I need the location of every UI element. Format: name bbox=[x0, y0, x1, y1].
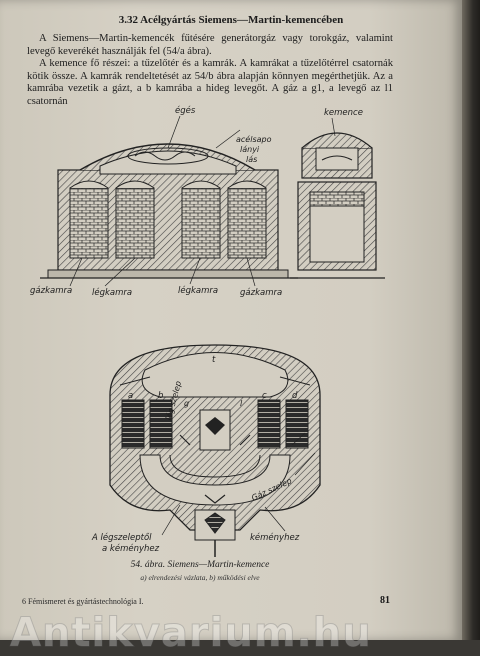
label-l1: l bbox=[240, 399, 243, 408]
page-number: 81 bbox=[380, 595, 390, 606]
paragraph-1: A Siemens—Martin-kemencék fűtésére gener… bbox=[27, 33, 393, 57]
label-eges: égés bbox=[175, 106, 196, 116]
label-kemenyhez-left: a kéményhez bbox=[102, 544, 160, 554]
book-spine bbox=[462, 0, 480, 640]
label-gazkamra-right: gázkamra bbox=[240, 288, 283, 298]
label-g1: g bbox=[184, 399, 190, 408]
label-legkamra-mid: légkamra bbox=[178, 286, 219, 296]
cross-section bbox=[290, 132, 385, 279]
leader-lines bbox=[69, 115, 336, 287]
watermark: Antikvarium.hu bbox=[10, 610, 372, 656]
label-acelsapo: acélsapo bbox=[236, 135, 272, 144]
label-c: c bbox=[262, 391, 267, 401]
figure-subcaption: a) elrendezési vázlata, b) működési elve bbox=[140, 573, 260, 582]
furnace-section-figure: égés acélsapo lányi lás kemence gázkamra… bbox=[30, 106, 400, 298]
label-las: lás bbox=[246, 155, 258, 164]
paragraph-2: A kemence fő részei: a tűzelőtér és a ka… bbox=[27, 58, 393, 107]
label-legszeleptol: A légszeleptől bbox=[92, 533, 152, 543]
section-heading: 3.32 Acélgyártás Siemens—Martin-kemencéb… bbox=[118, 14, 344, 26]
label-t: t bbox=[212, 355, 216, 365]
book-page: 3.32 Acélgyártás Siemens—Martin-kemencéb… bbox=[0, 0, 462, 640]
figure-caption: 54. ábra. Siemens—Martin-kemence bbox=[130, 560, 270, 570]
label-legkamra-left: légkamra bbox=[92, 288, 133, 298]
furnace-section-drawing bbox=[40, 115, 385, 287]
longitudinal-section bbox=[40, 143, 298, 279]
label-d: d bbox=[292, 391, 298, 401]
label-kemenyhez-right: kéményhez bbox=[250, 533, 300, 543]
label-kemence: kemence bbox=[324, 108, 363, 118]
label-gazkamra-left: gázkamra bbox=[30, 286, 73, 296]
working-principle-drawing bbox=[109, 344, 321, 557]
working-principle-figure: t a b c d g l lég szelep Gáz szelep A lé… bbox=[92, 335, 330, 560]
label-a: a bbox=[128, 391, 134, 401]
label-b: b bbox=[158, 391, 164, 401]
body-text: A Siemens—Martin-kemencék fűtésére gener… bbox=[27, 33, 393, 108]
label-lanyi: lányi bbox=[240, 145, 260, 154]
footnote: 6 Fémismeret és gyártástechnológia I. bbox=[22, 597, 144, 606]
